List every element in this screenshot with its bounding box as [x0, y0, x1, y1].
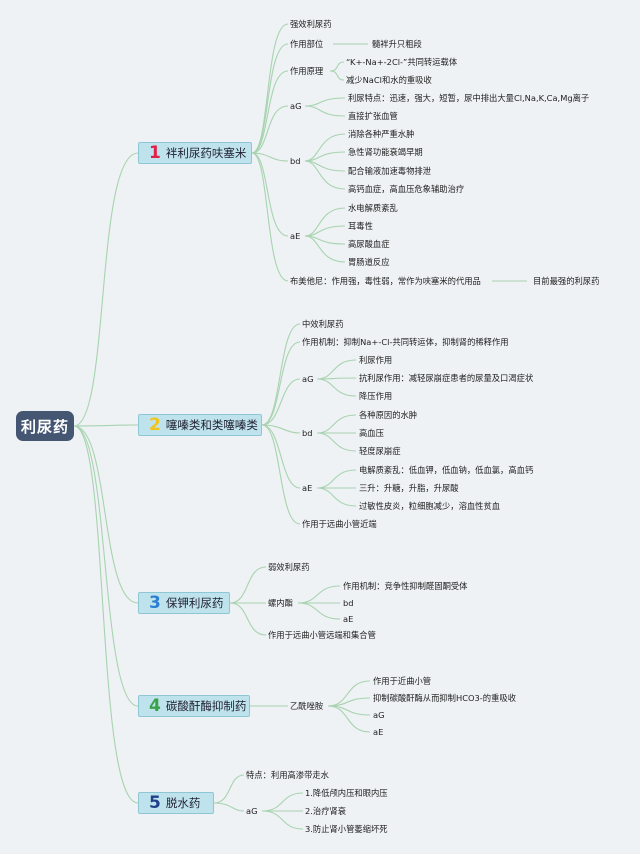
topic[interactable]: 螺内酯 [268, 598, 293, 608]
subtopic[interactable]: “K+-Na+-2Cl-”共同转运载体 [346, 57, 458, 67]
subtopic[interactable]: bd [343, 598, 354, 608]
topic[interactable]: aG [246, 806, 258, 816]
topic[interactable]: 强效利尿药 [290, 19, 332, 29]
subtopic[interactable]: aE [373, 727, 384, 737]
subtopic[interactable]: aG [373, 710, 385, 720]
topic[interactable]: 作用部位 [290, 39, 324, 49]
subtopic[interactable]: 过敏性皮炎，粒细胞减少，溶血性贫血 [359, 501, 501, 511]
subtopic[interactable]: 作用机制：竞争性抑制醛固酮受体 [343, 581, 468, 591]
topic[interactable]: 作用于远曲小管远端和集合管 [268, 630, 376, 640]
subtopic[interactable]: 高血压 [359, 428, 384, 438]
subtopic[interactable]: 作用于近曲小管 [373, 676, 432, 686]
subtopic[interactable]: 直接扩张血管 [348, 111, 398, 121]
topic[interactable]: aE [302, 483, 313, 493]
topic[interactable]: 作用原理 [290, 66, 324, 76]
subtopic[interactable]: 减少NaCl和水的重吸收 [346, 75, 432, 85]
category-5-number: 5 [149, 792, 161, 813]
subtopic[interactable]: 利尿作用 [359, 355, 393, 365]
topic[interactable]: bd [302, 428, 313, 438]
category-1-number: 1 [149, 142, 161, 163]
topic[interactable]: 特点：利用高渗带走水 [246, 770, 329, 780]
category-5-node[interactable]: 5 脱水药 [138, 792, 214, 814]
topic[interactable]: 作用于远曲小管近端 [302, 519, 377, 529]
topic[interactable]: 作用机制：抑制Na+-Cl-共同转运体，抑制肾的稀释作用 [302, 337, 509, 347]
subtopic[interactable]: 急性肾功能衰竭早期 [348, 147, 423, 157]
subtopic[interactable]: 降压作用 [359, 391, 393, 401]
subtopic[interactable]: 3.防止肾小管萎缩坏死 [305, 824, 388, 834]
subtopic[interactable]: 耳毒性 [348, 221, 373, 231]
topic[interactable]: aE [290, 231, 301, 241]
subtopic[interactable]: 胃肠道反应 [348, 257, 390, 267]
category-1-label: 袢利尿药呋塞米 [165, 146, 247, 160]
category-4-node[interactable]: 4 碳酸酐酶抑制药 [138, 695, 250, 717]
subtopic[interactable]: 抗利尿作用：减轻尿崩症患者的尿量及口渴症状 [359, 373, 534, 383]
subtopic[interactable]: 各种原因的水肿 [359, 410, 418, 420]
topic[interactable]: aG [302, 374, 314, 384]
category-2-number: 2 [149, 414, 161, 435]
subtopic[interactable]: 1.降低颅内压和眼内压 [305, 788, 388, 798]
subtopic[interactable]: 电解质紊乱：低血钾，低血钠，低血氯，高血钙 [359, 465, 534, 475]
subtopic[interactable]: 2.治疗肾衰 [305, 806, 347, 816]
category-3-number: 3 [149, 592, 161, 613]
topic[interactable]: 弱效利尿药 [268, 562, 310, 572]
root-node[interactable]: 利尿药 [16, 411, 74, 441]
category-5-label: 脱水药 [165, 796, 201, 810]
subtopic[interactable]: 轻度尿崩症 [359, 446, 401, 456]
category-4-number: 4 [149, 695, 161, 716]
topic[interactable]: bd [290, 156, 301, 166]
subtopic[interactable]: 利尿特点：迅速，强大，短暂，尿中排出大量Cl,Na,K,Ca,Mg离子 [348, 93, 590, 103]
category-3-label: 保钾利尿药 [165, 596, 224, 610]
subtopic[interactable]: 高钙血症，高血压危象辅助治疗 [348, 184, 465, 194]
category-2-label: 噻嗪类和类噻嗪类 [165, 418, 258, 432]
topic[interactable]: 乙酰唑胺 [290, 701, 324, 711]
subtopic[interactable]: aE [343, 614, 354, 624]
category-3-node[interactable]: 3 保钾利尿药 [138, 592, 230, 614]
category-4-label: 碳酸酐酶抑制药 [165, 699, 247, 713]
subtopic[interactable]: 三升：升糖，升脂，升尿酸 [359, 483, 459, 493]
subtopic[interactable]: 消除各种严重水肿 [348, 129, 415, 139]
subtopic[interactable]: 抑制碳酸酐酶从而抑制HCO3-的重吸收 [373, 693, 516, 703]
subtopic[interactable]: 水电解质紊乱 [348, 203, 398, 213]
category-2-node[interactable]: 2 噻嗪类和类噻嗪类 [138, 414, 262, 436]
category-1-node[interactable]: 1 袢利尿药呋塞米 [138, 142, 252, 164]
subtopic[interactable]: 目前最强的利尿药 [533, 276, 600, 286]
topic[interactable]: aG [290, 101, 302, 111]
topic[interactable]: 布美他尼：作用强，毒性弱，常作为呋塞米的代用品 [290, 276, 481, 286]
topic[interactable]: 中效利尿药 [302, 319, 344, 329]
subtopic[interactable]: 高尿酸血症 [348, 239, 390, 249]
subtopic[interactable]: 配合输液加速毒物排泄 [348, 166, 431, 176]
subtopic[interactable]: 髓袢升只粗段 [372, 39, 422, 49]
